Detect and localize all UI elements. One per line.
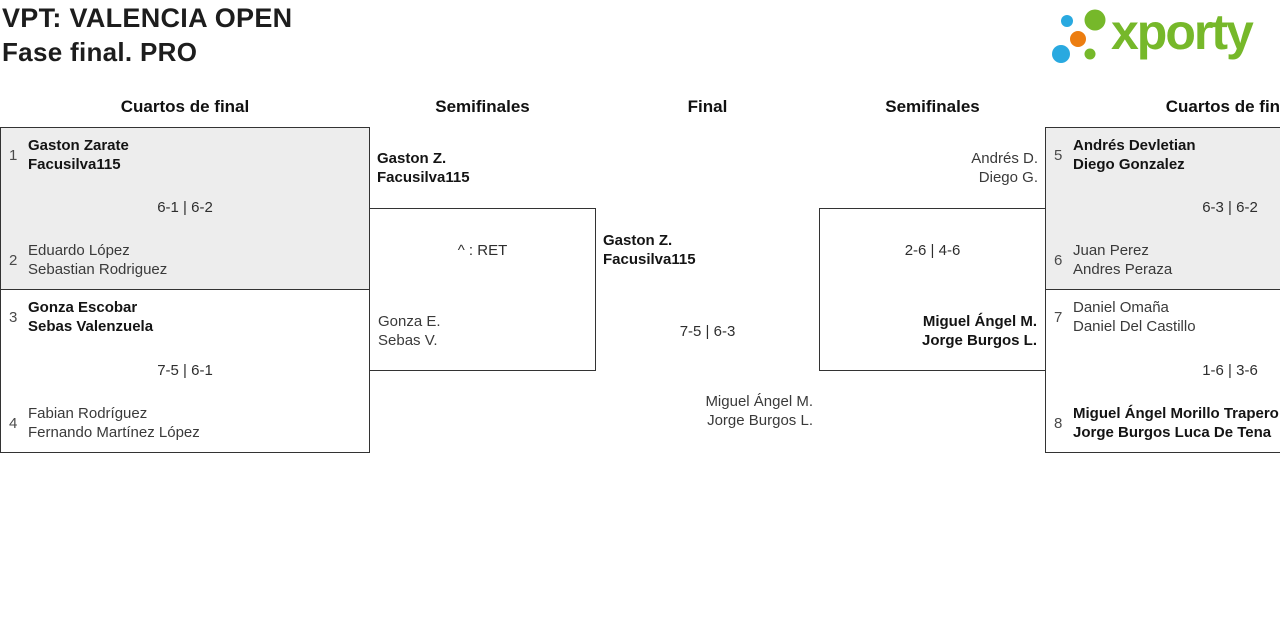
player-name: Gaston Zarate — [28, 137, 129, 154]
player-name: Gonza Escobar — [28, 299, 138, 316]
match-qf-4[interactable]: 7 Daniel Omaña Daniel Del Castillo 1-6 |… — [1045, 289, 1280, 453]
seed-label: 2 — [9, 251, 18, 269]
match-qf-3[interactable]: 5 Andrés Devletian Diego Gonzalez 6-3 | … — [1045, 127, 1280, 290]
player-name: Facusilva115 — [377, 169, 470, 186]
team-name: Fabian Rodríguez Fernando Martínez López — [28, 404, 200, 442]
seed-label: 6 — [1054, 251, 1063, 269]
team-name-winner: Miguel Ángel Morillo Trapero Jorge Burgo… — [1073, 404, 1279, 442]
team-row: 3 Gonza Escobar Sebas Valenzuela — [1, 298, 369, 336]
player-name: Diego Gonzalez — [1073, 156, 1185, 173]
player-name: Sebastian Rodriguez — [28, 261, 168, 278]
player-name: Gaston Z. — [377, 150, 447, 167]
team-row: 2 Eduardo López Sebastian Rodriguez — [1, 241, 369, 279]
seed-label: 1 — [9, 146, 18, 164]
player-name: Andrés Devletian — [1073, 137, 1196, 154]
player-name: Fabian Rodríguez — [28, 405, 148, 422]
player-name: Miguel Ángel M. — [922, 313, 1037, 330]
page-title: VPT: VALENCIA OPEN — [2, 3, 293, 33]
player-name: Gonza E. — [378, 313, 441, 330]
team-name: Juan Perez Andres Peraza — [1073, 241, 1172, 279]
match-score: 6-1 | 6-2 — [157, 199, 213, 216]
player-name: Juan Perez — [1073, 242, 1149, 259]
match-qf-2[interactable]: 3 Gonza Escobar Sebas Valenzuela 7-5 | 6… — [0, 289, 370, 453]
sf-left-winner-team: Gaston Z. Facusilva115 — [377, 149, 470, 187]
match-score: ^ : RET — [457, 242, 508, 259]
round-header-sf-left: Semifinales — [435, 97, 530, 116]
player-name: Sebas V. — [378, 332, 438, 349]
player-name: Gaston Z. — [603, 232, 673, 249]
seed-label: 3 — [9, 308, 18, 326]
team-row: 1 Gaston Zarate Facusilva115 — [1, 136, 369, 174]
player-name: Daniel Omaña — [1073, 299, 1169, 316]
player-name: Facusilva115 — [28, 156, 121, 173]
player-name: Miguel Ángel M. — [705, 393, 813, 410]
seed-label: 5 — [1054, 146, 1063, 164]
team-row: 7 Daniel Omaña Daniel Del Castillo — [1046, 298, 1280, 336]
team-row: 8 Miguel Ángel Morillo Trapero Jorge Bur… — [1046, 404, 1280, 442]
round-header-sf-right: Semifinales — [885, 97, 980, 116]
match-sf-left[interactable]: ^ : RET Gonza E. Sebas V. — [369, 208, 596, 371]
xporty-logo[interactable]: xporty — [1046, 2, 1254, 66]
player-name: Diego G. — [978, 169, 1038, 186]
round-header-qf-left: Cuartos de final — [120, 97, 250, 116]
match-qf-1[interactable]: 1 Gaston Zarate Facusilva115 6-1 | 6-2 2… — [0, 127, 370, 290]
team-row: 4 Fabian Rodríguez Fernando Martínez Lóp… — [1, 404, 369, 442]
final-score: 7-5 | 6-3 — [679, 323, 736, 340]
final-loser-team: Miguel Ángel M. Jorge Burgos L. — [595, 392, 813, 430]
player-name: Daniel Del Castillo — [1073, 318, 1196, 335]
seed-label: 8 — [1054, 414, 1063, 432]
team-name: Eduardo López Sebastian Rodriguez — [28, 241, 167, 279]
sf-right-loser-team: Andrés D. Diego G. — [820, 149, 1038, 187]
team-name-winner: Andrés Devletian Diego Gonzalez — [1073, 136, 1196, 174]
logo-text: xporty — [1111, 4, 1254, 60]
match-score: 1-6 | 3-6 — [1202, 361, 1258, 379]
player-name: Jorge Burgos L. — [921, 332, 1037, 349]
seed-label: 7 — [1054, 308, 1063, 326]
team-row: 6 Juan Perez Andres Peraza — [1046, 241, 1280, 279]
player-name: Facusilva115 — [603, 251, 696, 268]
player-name: Miguel Ángel Morillo Trapero — [1073, 405, 1279, 422]
player-name: Eduardo López — [28, 242, 130, 259]
sf-left-loser-team: Gonza E. Sebas V. — [378, 312, 441, 350]
sf-right-winner-team: Miguel Ángel M. Jorge Burgos L. — [922, 312, 1037, 350]
player-name: Sebas Valenzuela — [28, 318, 154, 335]
player-name: Fernando Martínez López — [28, 424, 200, 441]
page-subtitle: Fase final. PRO — [2, 37, 198, 67]
team-name: Daniel Omaña Daniel Del Castillo — [1073, 298, 1196, 336]
round-header-final: Final — [687, 97, 728, 116]
seed-label: 4 — [9, 414, 18, 432]
player-name: Andrés D. — [971, 150, 1038, 167]
player-name: Jorge Burgos L. — [707, 412, 813, 429]
team-name-winner: Gonza Escobar Sebas Valenzuela — [28, 298, 153, 336]
player-name: Andres Peraza — [1073, 261, 1173, 278]
logo-dots-icon — [1052, 9, 1106, 63]
player-name: Jorge Burgos Luca De Tena — [1073, 424, 1272, 441]
match-score: 2-6 | 4-6 — [904, 242, 961, 259]
final-winner-team: Gaston Z. Facusilva115 — [603, 231, 696, 269]
round-header-qf-right: Cuartos de final — [1165, 97, 1280, 116]
team-row: 5 Andrés Devletian Diego Gonzalez — [1046, 136, 1280, 174]
match-score: 7-5 | 6-1 — [157, 361, 213, 379]
match-score: 6-3 | 6-2 — [1202, 199, 1258, 216]
match-sf-right[interactable]: 2-6 | 4-6 Miguel Ángel M. Jorge Burgos L… — [819, 208, 1046, 371]
team-name-winner: Gaston Zarate Facusilva115 — [28, 136, 129, 174]
